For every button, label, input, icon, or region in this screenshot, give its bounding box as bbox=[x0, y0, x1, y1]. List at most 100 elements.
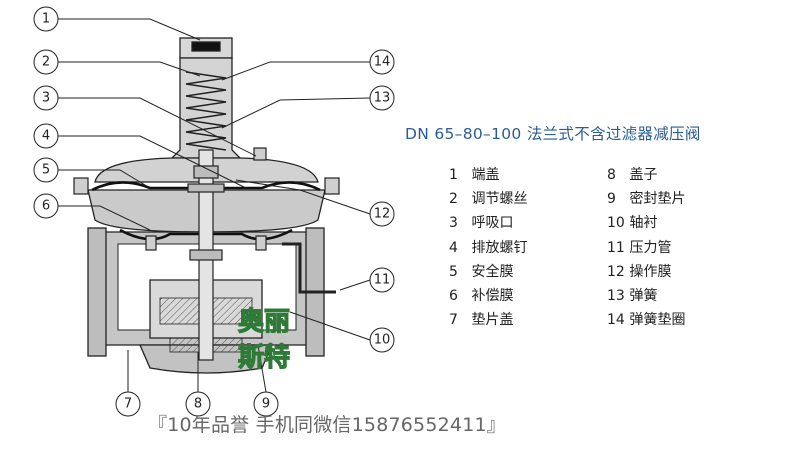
callout-1-circle bbox=[33, 6, 59, 32]
callout-8-circle bbox=[185, 391, 211, 417]
callout-1: 1 bbox=[42, 12, 50, 27]
legend-item: 12 操作膜 bbox=[607, 260, 685, 284]
watermark-logo: 奥丽 斯特 bbox=[237, 305, 290, 373]
contact-footer: 『10年品誉 手机同微信15876552411』 bbox=[148, 414, 506, 436]
legend-item-number: 9 bbox=[607, 191, 616, 208]
legend-item-number: 3 bbox=[449, 215, 458, 232]
legend-item: 2 调节螺丝 bbox=[449, 187, 527, 211]
leader-12 bbox=[235, 179, 371, 215]
legend-item-name: 排放螺钉 bbox=[471, 239, 528, 256]
callout-2: 2 bbox=[42, 55, 50, 70]
leader-5 bbox=[58, 169, 151, 189]
leader-3 bbox=[58, 97, 257, 157]
legend-item-name: 密封垫片 bbox=[629, 191, 686, 208]
legend-item-name: 弹簧 bbox=[629, 288, 658, 305]
legend-item-number: 6 bbox=[449, 288, 458, 305]
callout-5-circle bbox=[33, 157, 59, 183]
legend-item-number: 10 bbox=[607, 215, 625, 232]
callout-3-circle bbox=[33, 85, 59, 111]
legend-item: 14 弹簧垫圈 bbox=[607, 308, 685, 332]
legend-item: 5 安全膜 bbox=[449, 260, 527, 284]
callout-circles bbox=[33, 6, 395, 417]
legend-item: 13 弹簧 bbox=[607, 284, 685, 308]
callout-2-circle bbox=[33, 49, 59, 75]
legend-item: 7 垫片盖 bbox=[449, 308, 527, 332]
legend-item-number: 8 bbox=[607, 167, 616, 183]
leader-2 bbox=[58, 61, 201, 77]
legend-item-name: 弹簧垫圈 bbox=[629, 312, 686, 329]
callout-13-circle bbox=[369, 85, 395, 111]
callout-4-circle bbox=[33, 123, 59, 149]
legend-item-name: 压力管 bbox=[629, 239, 672, 256]
legend-item-name: 补偿膜 bbox=[471, 288, 514, 305]
breather-port bbox=[253, 147, 267, 161]
callout-7: 7 bbox=[124, 397, 132, 412]
left-bolt bbox=[73, 177, 89, 195]
callout-9-circle bbox=[253, 391, 279, 417]
side-parts bbox=[73, 147, 340, 294]
legend-item: 8 盖子 bbox=[607, 163, 685, 187]
watermark-line-1: 奥丽 bbox=[238, 306, 290, 337]
callout-10: 10 bbox=[374, 333, 391, 348]
callout-6: 6 bbox=[42, 199, 50, 214]
callout-14-circle bbox=[369, 49, 395, 75]
leader-10 bbox=[289, 311, 371, 341]
legend-item-name: 端盖 bbox=[471, 167, 500, 183]
callout-4: 4 bbox=[42, 129, 50, 144]
callout-3: 3 bbox=[42, 91, 50, 106]
right-bolt bbox=[324, 177, 340, 195]
legend-item-name: 呼吸口 bbox=[471, 215, 514, 232]
legend-item: 4 排放螺钉 bbox=[449, 236, 527, 260]
legend-item-number: 14 bbox=[607, 312, 625, 329]
legend-item-name: 垫片盖 bbox=[471, 312, 514, 329]
legend-item-number: 2 bbox=[449, 191, 458, 208]
legend-item-number: 11 bbox=[607, 239, 625, 256]
legend-item: 9 密封垫片 bbox=[607, 187, 685, 211]
legend-item: 11 压力管 bbox=[607, 236, 685, 260]
legend-item: 1 端盖 bbox=[449, 163, 527, 187]
leader-4 bbox=[58, 135, 247, 189]
callout-13: 13 bbox=[374, 91, 391, 106]
callout-7-circle bbox=[115, 391, 141, 417]
legend-item-number: 5 bbox=[449, 263, 458, 280]
leader-13 bbox=[221, 97, 371, 129]
leader-11 bbox=[339, 279, 371, 291]
legend-item: 6 补偿膜 bbox=[449, 284, 527, 308]
legend-item: 3 呼吸口 bbox=[449, 211, 527, 235]
watermark-line-2: 斯特 bbox=[238, 342, 290, 373]
left-flange bbox=[87, 227, 107, 357]
callout-11-circle bbox=[369, 267, 395, 293]
leader-1 bbox=[58, 18, 201, 41]
callout-14: 14 bbox=[374, 55, 391, 70]
legend-item-name: 安全膜 bbox=[471, 263, 514, 280]
callout-8: 8 bbox=[194, 397, 202, 412]
legend-item-number: 13 bbox=[607, 288, 625, 305]
callout-12: 12 bbox=[374, 207, 391, 222]
leader-6 bbox=[58, 205, 151, 231]
legend-item-number: 4 bbox=[449, 239, 458, 256]
callout-12-circle bbox=[369, 201, 395, 227]
legend-item-number: 1 bbox=[449, 167, 458, 183]
legend-item-name: 盖子 bbox=[629, 167, 658, 183]
legend-item-name: 调节螺丝 bbox=[471, 191, 528, 208]
valve-stem bbox=[187, 149, 225, 361]
leader-lines bbox=[58, 18, 371, 393]
legend-item-name: 轴衬 bbox=[629, 215, 658, 232]
leader-14 bbox=[221, 61, 370, 81]
diagram-title: DN 65–80–100 法兰式不含过滤器减压阀 bbox=[405, 125, 701, 143]
callout-6-circle bbox=[33, 193, 59, 219]
legend-item-name: 操作膜 bbox=[629, 263, 672, 280]
legend-item-number: 12 bbox=[607, 263, 625, 280]
callout-numbers: 1 2 3 4 5 6 7 8 9 10 11 12 13 14 bbox=[42, 12, 390, 412]
callout-10-circle bbox=[369, 327, 395, 353]
callout-11: 11 bbox=[374, 273, 391, 288]
callout-9: 9 bbox=[262, 397, 270, 412]
legend-item: 10 轴衬 bbox=[607, 211, 685, 235]
pressure-tube bbox=[282, 242, 336, 294]
callout-5: 5 bbox=[42, 163, 50, 178]
spring bbox=[185, 71, 227, 151]
leader-9 bbox=[257, 344, 267, 393]
